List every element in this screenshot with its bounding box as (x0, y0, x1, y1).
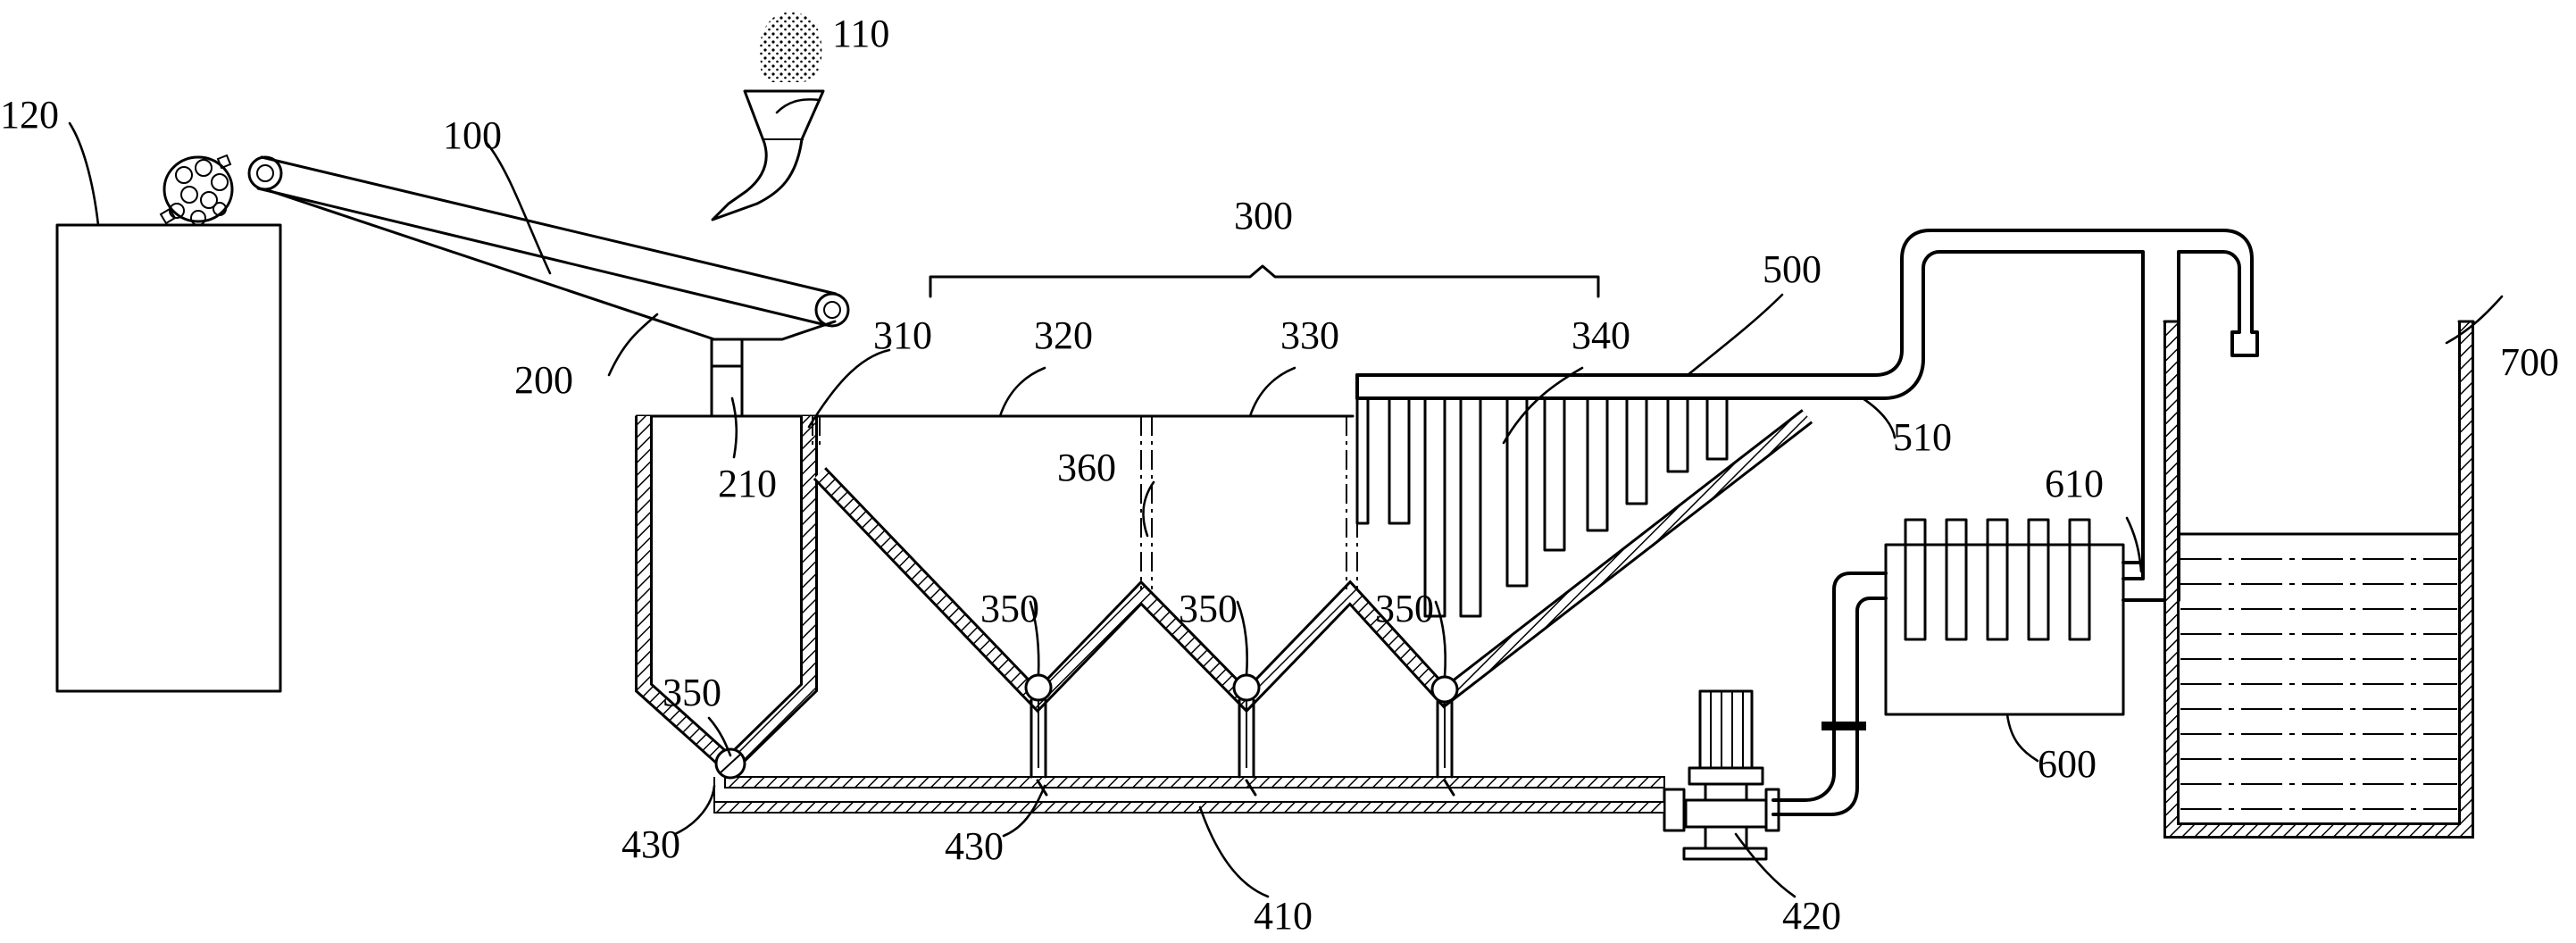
storage-box (55, 154, 282, 693)
label-100: 100 (443, 113, 502, 157)
label-110: 110 (832, 12, 889, 55)
label-210: 210 (718, 462, 777, 505)
label-300: 300 (1234, 194, 1293, 238)
label-700: 700 (2500, 340, 2559, 384)
label-330: 330 (1280, 313, 1339, 357)
tank-brace (929, 264, 1600, 298)
overflow-pipe (1355, 229, 2259, 564)
label-600: 600 (2038, 742, 2097, 786)
valves (714, 673, 1459, 780)
label-500: 500 (1763, 247, 1822, 291)
label-350-b: 350 (980, 587, 1039, 630)
left-chamber (635, 416, 818, 766)
label-360: 360 (1057, 446, 1116, 489)
label-350-c: 350 (1179, 587, 1238, 630)
bottom-pipe (713, 776, 1665, 814)
label-430-a: 430 (621, 822, 680, 866)
label-340: 340 (1571, 313, 1630, 357)
filter (1884, 518, 2180, 716)
label-200: 200 (514, 358, 573, 402)
label-410: 410 (1254, 894, 1313, 938)
label-310: 310 (873, 313, 932, 357)
label-320: 320 (1034, 313, 1093, 357)
coarse-material-icon (159, 154, 234, 226)
reference-labels: 120 100 110 200 210 300 310 320 330 340 … (0, 12, 2559, 938)
outlets (1036, 779, 1455, 797)
baffle-tubes (1355, 396, 1729, 618)
belt-conveyor (247, 155, 850, 328)
label-120: 120 (0, 93, 59, 137)
leader-lines (68, 98, 2504, 898)
pump (1663, 689, 1780, 861)
label-350-a: 350 (663, 671, 721, 714)
label-350-d: 350 (1375, 587, 1434, 630)
label-420: 420 (1782, 894, 1841, 938)
label-510: 510 (1893, 415, 1952, 459)
funnel (269, 189, 837, 418)
tank-sloped-bottom (813, 409, 1813, 714)
label-610: 610 (2045, 462, 2104, 505)
water-tank (2163, 320, 2475, 839)
pump-to-filter-pipe (1772, 572, 1888, 816)
sand-hopper (711, 12, 825, 221)
label-430-b: 430 (945, 824, 1004, 868)
